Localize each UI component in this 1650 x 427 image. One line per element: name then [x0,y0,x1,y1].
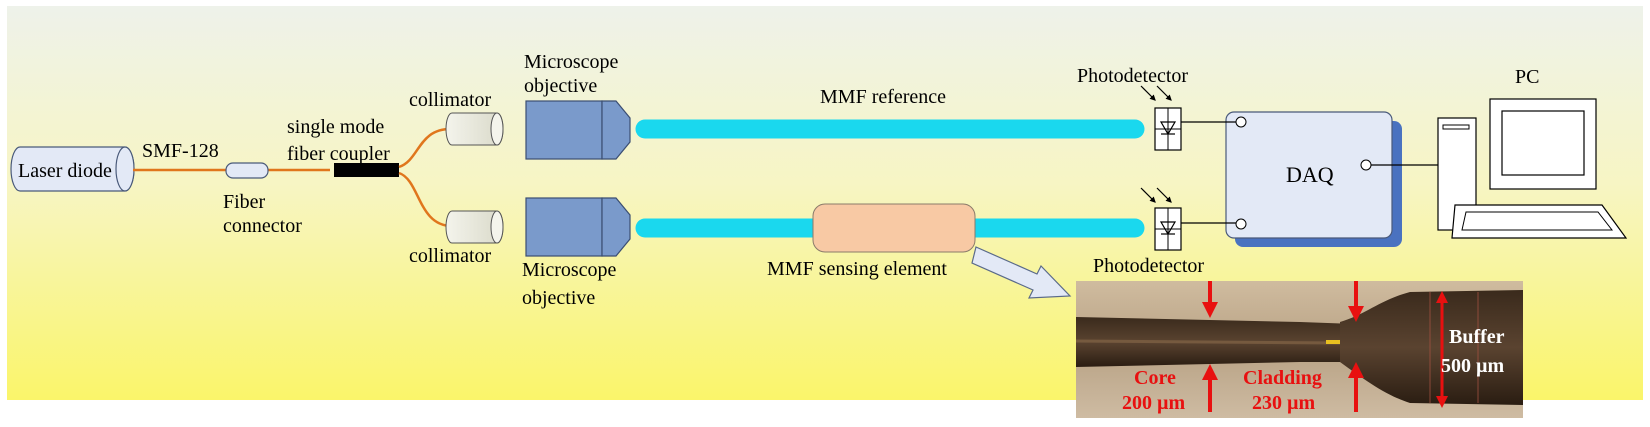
daq-port-top [1235,116,1247,128]
mmf-sensing-label: MMF sensing element [767,258,947,280]
photodetector-top-label: Photodetector [1077,65,1188,87]
daq-box [1225,111,1402,247]
collimator-bottom-label: collimator [409,245,492,267]
fiber-coupler [334,163,399,177]
microscope-objective-bottom [525,197,631,257]
laser-diode [10,146,135,192]
mmf-reference-label: MMF reference [820,86,946,108]
daq-port-bottom [1235,218,1247,230]
fiber-micrograph-inset [1075,281,1523,418]
photodetector-top [1154,107,1182,151]
collimator-top [445,112,504,146]
coupler-label-1: single mode [287,116,384,138]
light-arrow-bottom-2 [1156,187,1172,203]
core-size: 200 µm [1122,392,1186,414]
microscope-objective-top [525,100,631,160]
fiber-connector-label-1: Fiber [223,191,266,213]
coupler-branch-bottom [398,171,453,228]
cladding-label: Cladding [1243,367,1322,389]
buffer-label: Buffer [1449,326,1505,348]
pc-label: PC [1515,66,1539,88]
microscope-bottom-label-2: objective [522,287,595,309]
fiber-connector-label-2: connector [223,215,302,237]
pc [1437,98,1628,239]
fiber-connector [225,162,269,179]
cladding-size: 230 µm [1252,392,1316,414]
mmf-sensing-element [812,203,976,253]
daq-label: DAQ [1286,162,1334,187]
microscope-bottom-label-1: Microscope [522,259,617,281]
microscope-top-label-1: Microscope [524,51,619,73]
daq-port-out [1360,159,1372,171]
coupler-branch-top [398,127,453,169]
light-arrow-bottom-1 [1140,187,1156,203]
microscope-top-label-2: objective [524,75,597,97]
photodetector-bottom-label: Photodetector [1093,255,1204,277]
collimator-bottom [445,210,504,244]
smf-label: SMF-128 [142,140,219,162]
light-arrow-top-2 [1156,85,1172,101]
core-label: Core [1134,367,1176,389]
zoom-arrow [971,246,1072,299]
light-arrow-top-1 [1140,85,1156,101]
collimator-top-label: collimator [409,89,492,111]
photodetector-bottom [1154,207,1182,251]
coupler-label-2: fiber coupler [287,143,390,165]
buffer-size: 500 µm [1441,355,1505,377]
laser-diode-label: Laser diode [18,160,112,182]
